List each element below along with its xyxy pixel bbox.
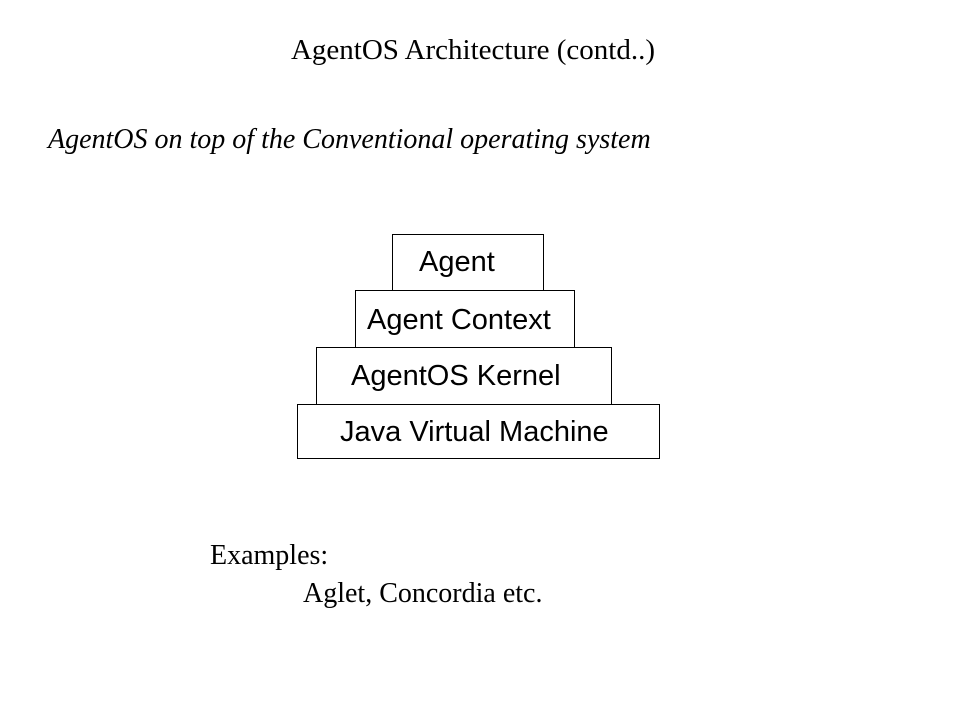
examples-text: Aglet, Concordia etc.: [303, 578, 543, 609]
layer-java-virtual-machine: Java Virtual Machine: [297, 404, 660, 459]
layer-agent: Agent: [392, 234, 544, 291]
layer-agent-context: Agent Context: [355, 290, 575, 348]
layer-java-virtual-machine-label: Java Virtual Machine: [340, 416, 609, 448]
layer-agent-label: Agent: [419, 246, 495, 278]
layer-agentos-kernel: AgentOS Kernel: [316, 347, 612, 405]
layer-agent-context-label: Agent Context: [367, 304, 551, 336]
examples-label: Examples:: [210, 540, 329, 571]
layer-agentos-kernel-label: AgentOS Kernel: [351, 360, 561, 392]
slide-subtitle: AgentOS on top of the Conventional opera…: [48, 124, 651, 155]
slide-title: AgentOS Architecture (contd..): [290, 34, 655, 66]
